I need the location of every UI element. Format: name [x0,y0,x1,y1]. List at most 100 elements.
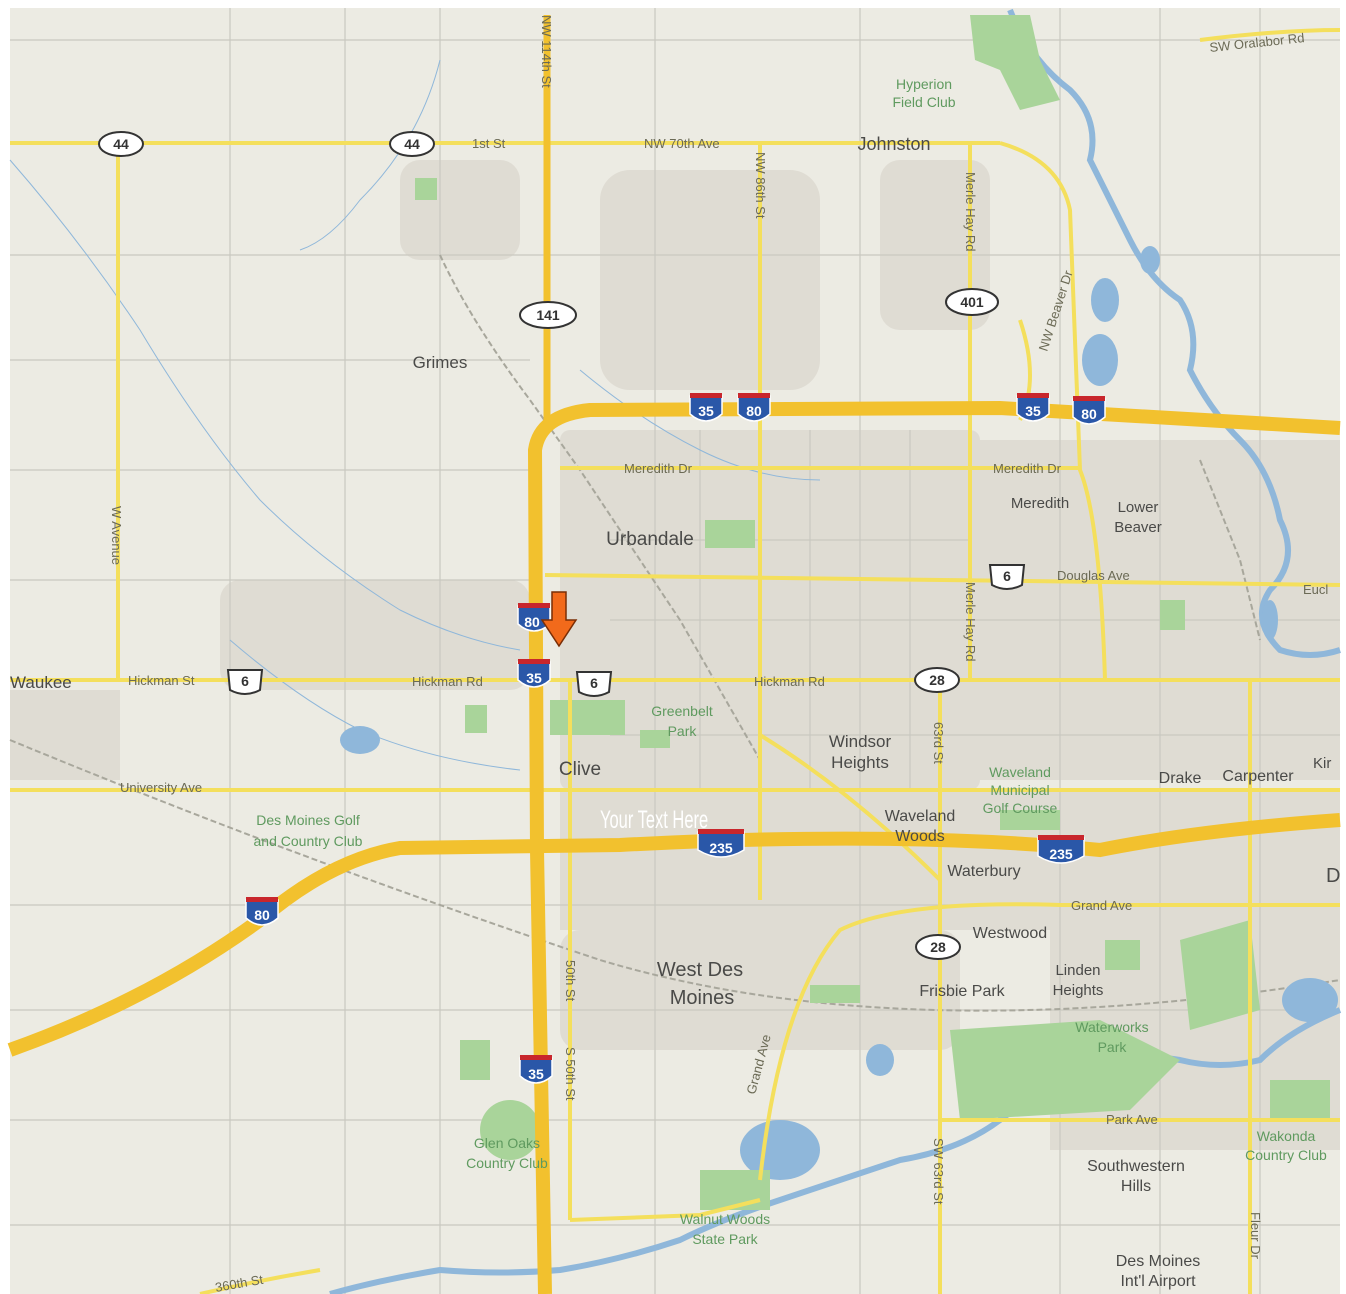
label-university: University Ave [120,780,202,795]
i235-shield-b: 235 [1037,835,1085,864]
label-meredith-dr-1: Meredith Dr [624,461,693,476]
overlay-text: Your Text Here [600,805,708,833]
label-waterworks-2: Park [1098,1039,1128,1055]
label-waterworks-1: Waterworks [1075,1019,1148,1035]
svg-text:44: 44 [404,136,420,152]
label-dsm-golf-1: Des Moines Golf [256,812,360,828]
label-waukee: Waukee [10,673,72,692]
label-glen-oaks-2: Country Club [466,1155,548,1171]
label-greenbelt-2: Park [668,723,698,739]
label-park-ave: Park Ave [1106,1112,1158,1127]
railroads [9,254,1341,1012]
label-nw-70th: NW 70th Ave [644,136,720,151]
i80-shield-b: 80 [1072,396,1106,425]
i35-shield-c: 35 [517,659,551,688]
label-frisbie-park: Frisbie Park [919,983,1005,1000]
svg-text:141: 141 [536,307,560,323]
label-sw-63rd: SW 63rd St [931,1138,946,1205]
svg-text:80: 80 [1081,406,1097,422]
label-merle-hay-n: Merle Hay Rd [963,172,978,251]
label-clive: Clive [559,759,601,780]
label-dsm-golf-2: and Country Club [254,833,363,849]
svg-text:6: 6 [1003,568,1011,584]
label-windsor: Windsor [829,732,892,751]
us-6-shield-b: 6 [575,671,613,697]
label-drake: Drake [1159,770,1202,787]
i80-shield-d: 80 [245,897,279,926]
label-waveland-golf-2: Municipal [990,782,1049,798]
svg-text:35: 35 [698,403,714,419]
label-airport-2: Int'l Airport [1120,1273,1196,1290]
label-hickman-rd-1: Hickman Rd [412,674,483,689]
label-eucl: Eucl [1303,582,1328,597]
label-waterbury: Waterbury [947,863,1020,880]
label-urbandale: Urbandale [606,529,694,550]
label-waveland: Waveland [885,808,956,825]
label-meredith-dr-2: Meredith Dr [993,461,1062,476]
route-401-shield: 401 [945,288,999,316]
i35-shield-b: 35 [1016,393,1050,422]
label-linden: Linden [1055,962,1100,979]
route-shields: 44 44 141 401 6 6 6 28 28 [98,131,1026,960]
label-hickman-rd-2: Hickman Rd [754,674,825,689]
label-linden-heights: Heights [1053,982,1104,999]
svg-text:28: 28 [930,939,946,955]
label-waveland-golf-3: Golf Course [983,800,1058,816]
svg-text:80: 80 [254,907,270,923]
label-nw-114th: NW 114th St [539,15,554,88]
svg-text:6: 6 [590,675,598,691]
svg-text:35: 35 [1025,403,1041,419]
label-waveland-woods: Woods [895,828,945,845]
label-walnut-woods-2: State Park [692,1231,758,1247]
svg-text:80: 80 [524,614,540,630]
route-44-shield-a: 44 [98,131,144,157]
route-141-shield: 141 [519,301,577,329]
us-6-shield-c: 6 [988,564,1026,590]
route-28-shield-b: 28 [915,934,961,960]
label-nw-86th: NW 86th St [753,152,768,219]
park-labels: Hyperion Field Club Greenbelt Park Des M… [254,76,1328,1247]
label-walnut-woods-1: Walnut Woods [680,1211,770,1227]
route-44-shield-b: 44 [389,131,435,157]
label-douglas: Douglas Ave [1057,568,1130,583]
label-w-avenue: W Avenue [109,506,124,565]
label-west-des: West Des [657,959,743,981]
i35-shield-d: 35 [519,1055,553,1084]
label-carpenter: Carpenter [1222,768,1294,785]
interstate-shields: 35 80 35 80 80 35 235 235 80 35 [245,393,1106,1084]
label-waveland-golf-1: Waveland [989,764,1051,780]
label-greenbelt-1: Greenbelt [651,703,713,719]
label-grand-ave-1: Grand Ave [1071,898,1132,913]
label-hyperion-2: Field Club [892,94,955,110]
label-50th-st: 50th St [563,960,578,1002]
label-63rd: 63rd St [931,722,946,764]
label-merle-hay-s: Merle Hay Rd [963,582,978,661]
route-28-shield-a: 28 [914,667,960,693]
svg-text:235: 235 [1049,846,1073,862]
highways [7,15,1341,1294]
i235-shield-a: 235 [697,829,745,858]
location-marker-arrow-icon[interactable] [540,591,578,648]
label-johnston: Johnston [857,134,930,154]
label-southwestern: Southwestern [1087,1158,1185,1175]
label-fleur: Fleur Dr [1248,1212,1263,1260]
svg-text:35: 35 [528,1066,544,1082]
label-beaver: Beaver [1114,519,1162,536]
label-kir: Kir [1313,755,1331,772]
us-6-shield-a: 6 [226,669,264,695]
svg-text:35: 35 [526,670,542,686]
urban-areas [10,160,1340,1150]
label-wakonda-2: Country Club [1245,1147,1327,1163]
label-360th: 360th St [214,1272,265,1294]
label-moines: Moines [670,987,734,1009]
label-lower: Lower [1118,499,1159,516]
svg-text:401: 401 [960,294,984,310]
label-hyperion-1: Hyperion [896,76,952,92]
label-westwood: Westwood [973,925,1047,942]
i80-shield-a: 80 [737,393,771,422]
label-glen-oaks-1: Glen Oaks [474,1135,540,1151]
label-airport-1: Des Moines [1116,1253,1200,1270]
label-meredith: Meredith [1011,495,1069,512]
i80-shield-c: 80 [517,603,551,632]
